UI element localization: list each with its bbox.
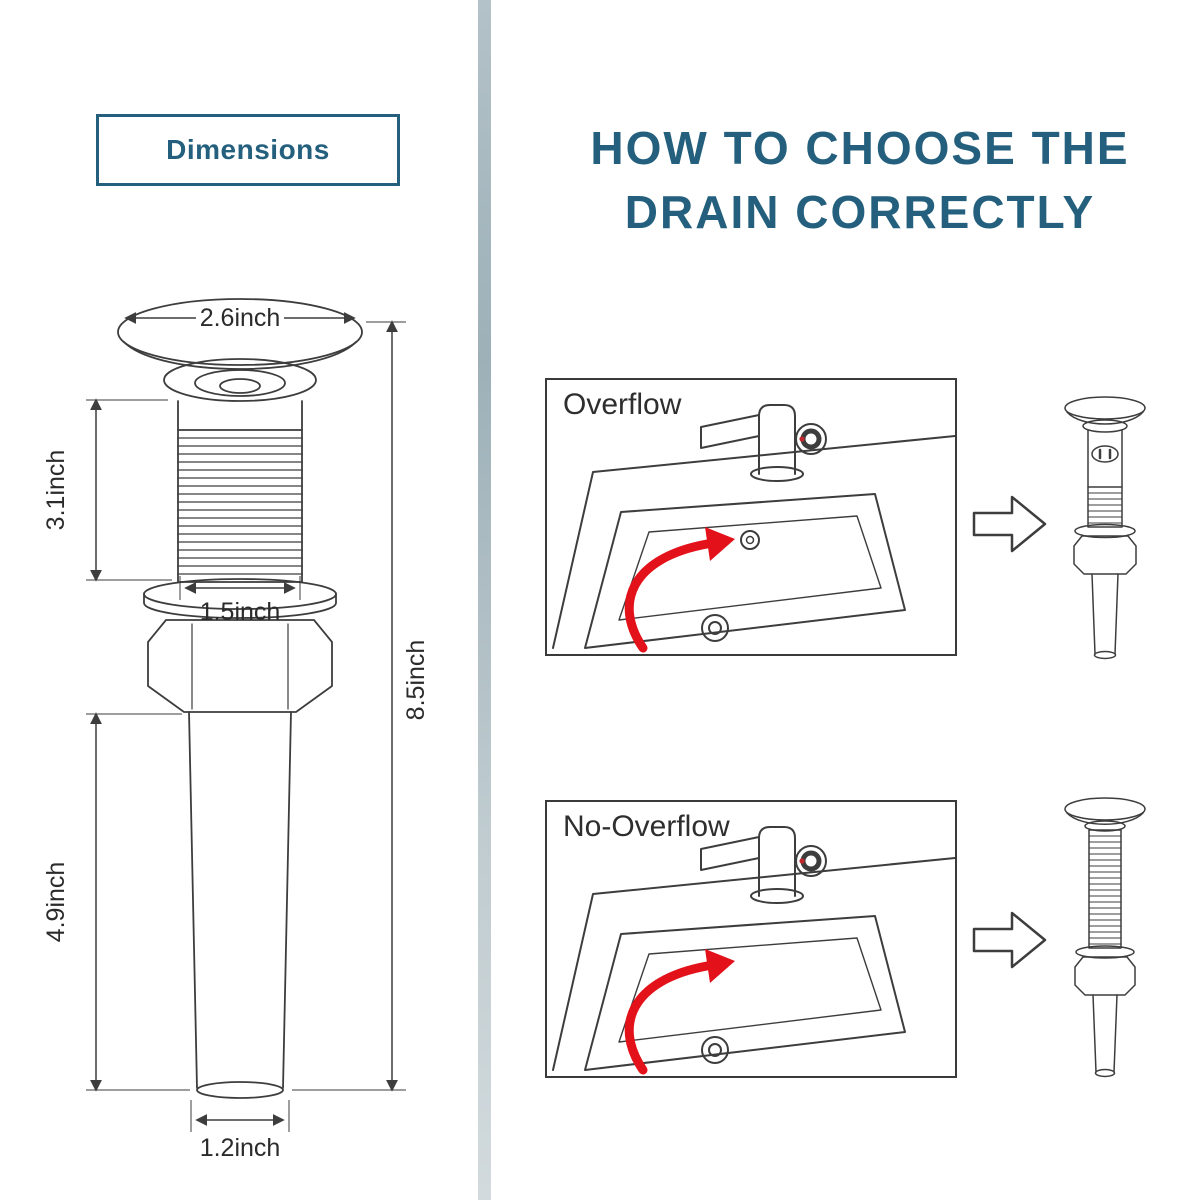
drain-with-overflow-illustration xyxy=(1064,396,1146,660)
guide-title: HOW TO CHOOSE THE DRAIN CORRECTLY xyxy=(520,116,1200,244)
dimension-annotations xyxy=(86,312,406,1132)
faucet xyxy=(700,826,827,904)
no-overflow-label: No-Overflow xyxy=(563,810,730,843)
overflow-holes-detail xyxy=(1091,445,1119,463)
overflow-hole xyxy=(740,530,760,550)
drain-threads xyxy=(177,400,303,583)
faucet xyxy=(700,404,827,482)
sink-drain-hole xyxy=(701,614,729,642)
no-overflow-panel: No-Overflow xyxy=(545,800,957,1078)
dim-arrow-tail-length xyxy=(86,712,190,1092)
dimensions-title-box: Dimensions xyxy=(96,114,400,186)
drain-tailpipe xyxy=(188,711,292,1099)
sink-with-overflow-illustration xyxy=(552,404,955,653)
dim-arrow-thread-width xyxy=(179,576,301,600)
guide-title-line2: DRAIN CORRECTLY xyxy=(624,186,1096,238)
guide-title-line1: HOW TO CHOOSE THE xyxy=(590,122,1130,174)
drain-hex-nut xyxy=(147,619,333,713)
sink-drain-hole xyxy=(701,1036,729,1064)
dimensions-title: Dimensions xyxy=(166,134,330,165)
dim-label-thread-width: 1.5inch xyxy=(200,598,281,626)
sink-deck xyxy=(552,857,955,1071)
dim-label-thread-height: 3.1inch xyxy=(42,450,70,531)
drain-flange xyxy=(143,578,337,619)
dim-label-cap-width: 2.6inch xyxy=(200,304,281,332)
red-arrow xyxy=(624,527,735,653)
dim-arrow-thread-height xyxy=(86,398,172,582)
sink-deck xyxy=(552,435,955,649)
right-arrow-icon xyxy=(972,495,1047,553)
sink-basin-inner xyxy=(618,937,882,1043)
drain-without-overflow-illustration xyxy=(1064,797,1146,1078)
section-divider xyxy=(478,0,491,1200)
dim-label-tail-width: 1.2inch xyxy=(200,1134,281,1162)
dim-arrow-total-height xyxy=(292,320,406,1092)
right-arrow-icon xyxy=(972,911,1047,969)
drain-cap xyxy=(117,298,363,402)
dim-arrow-tail-width xyxy=(190,1100,290,1132)
overflow-panel: Overflow xyxy=(545,378,957,656)
dim-label-total-height: 8.5inch xyxy=(402,640,430,721)
sink-basin xyxy=(584,493,906,649)
faucet-dot xyxy=(799,436,805,442)
drain-dimension-diagram: 2.6inch 3.1inch 1.5inch 8.5inch 4.9inch … xyxy=(42,298,430,1162)
faucet-dot xyxy=(799,858,805,864)
sink-without-overflow-illustration xyxy=(552,826,955,1075)
sink-basin xyxy=(584,915,906,1071)
dim-label-tail-length: 4.9inch xyxy=(42,862,70,943)
red-arrow xyxy=(624,949,735,1075)
overflow-label: Overflow xyxy=(563,388,682,421)
